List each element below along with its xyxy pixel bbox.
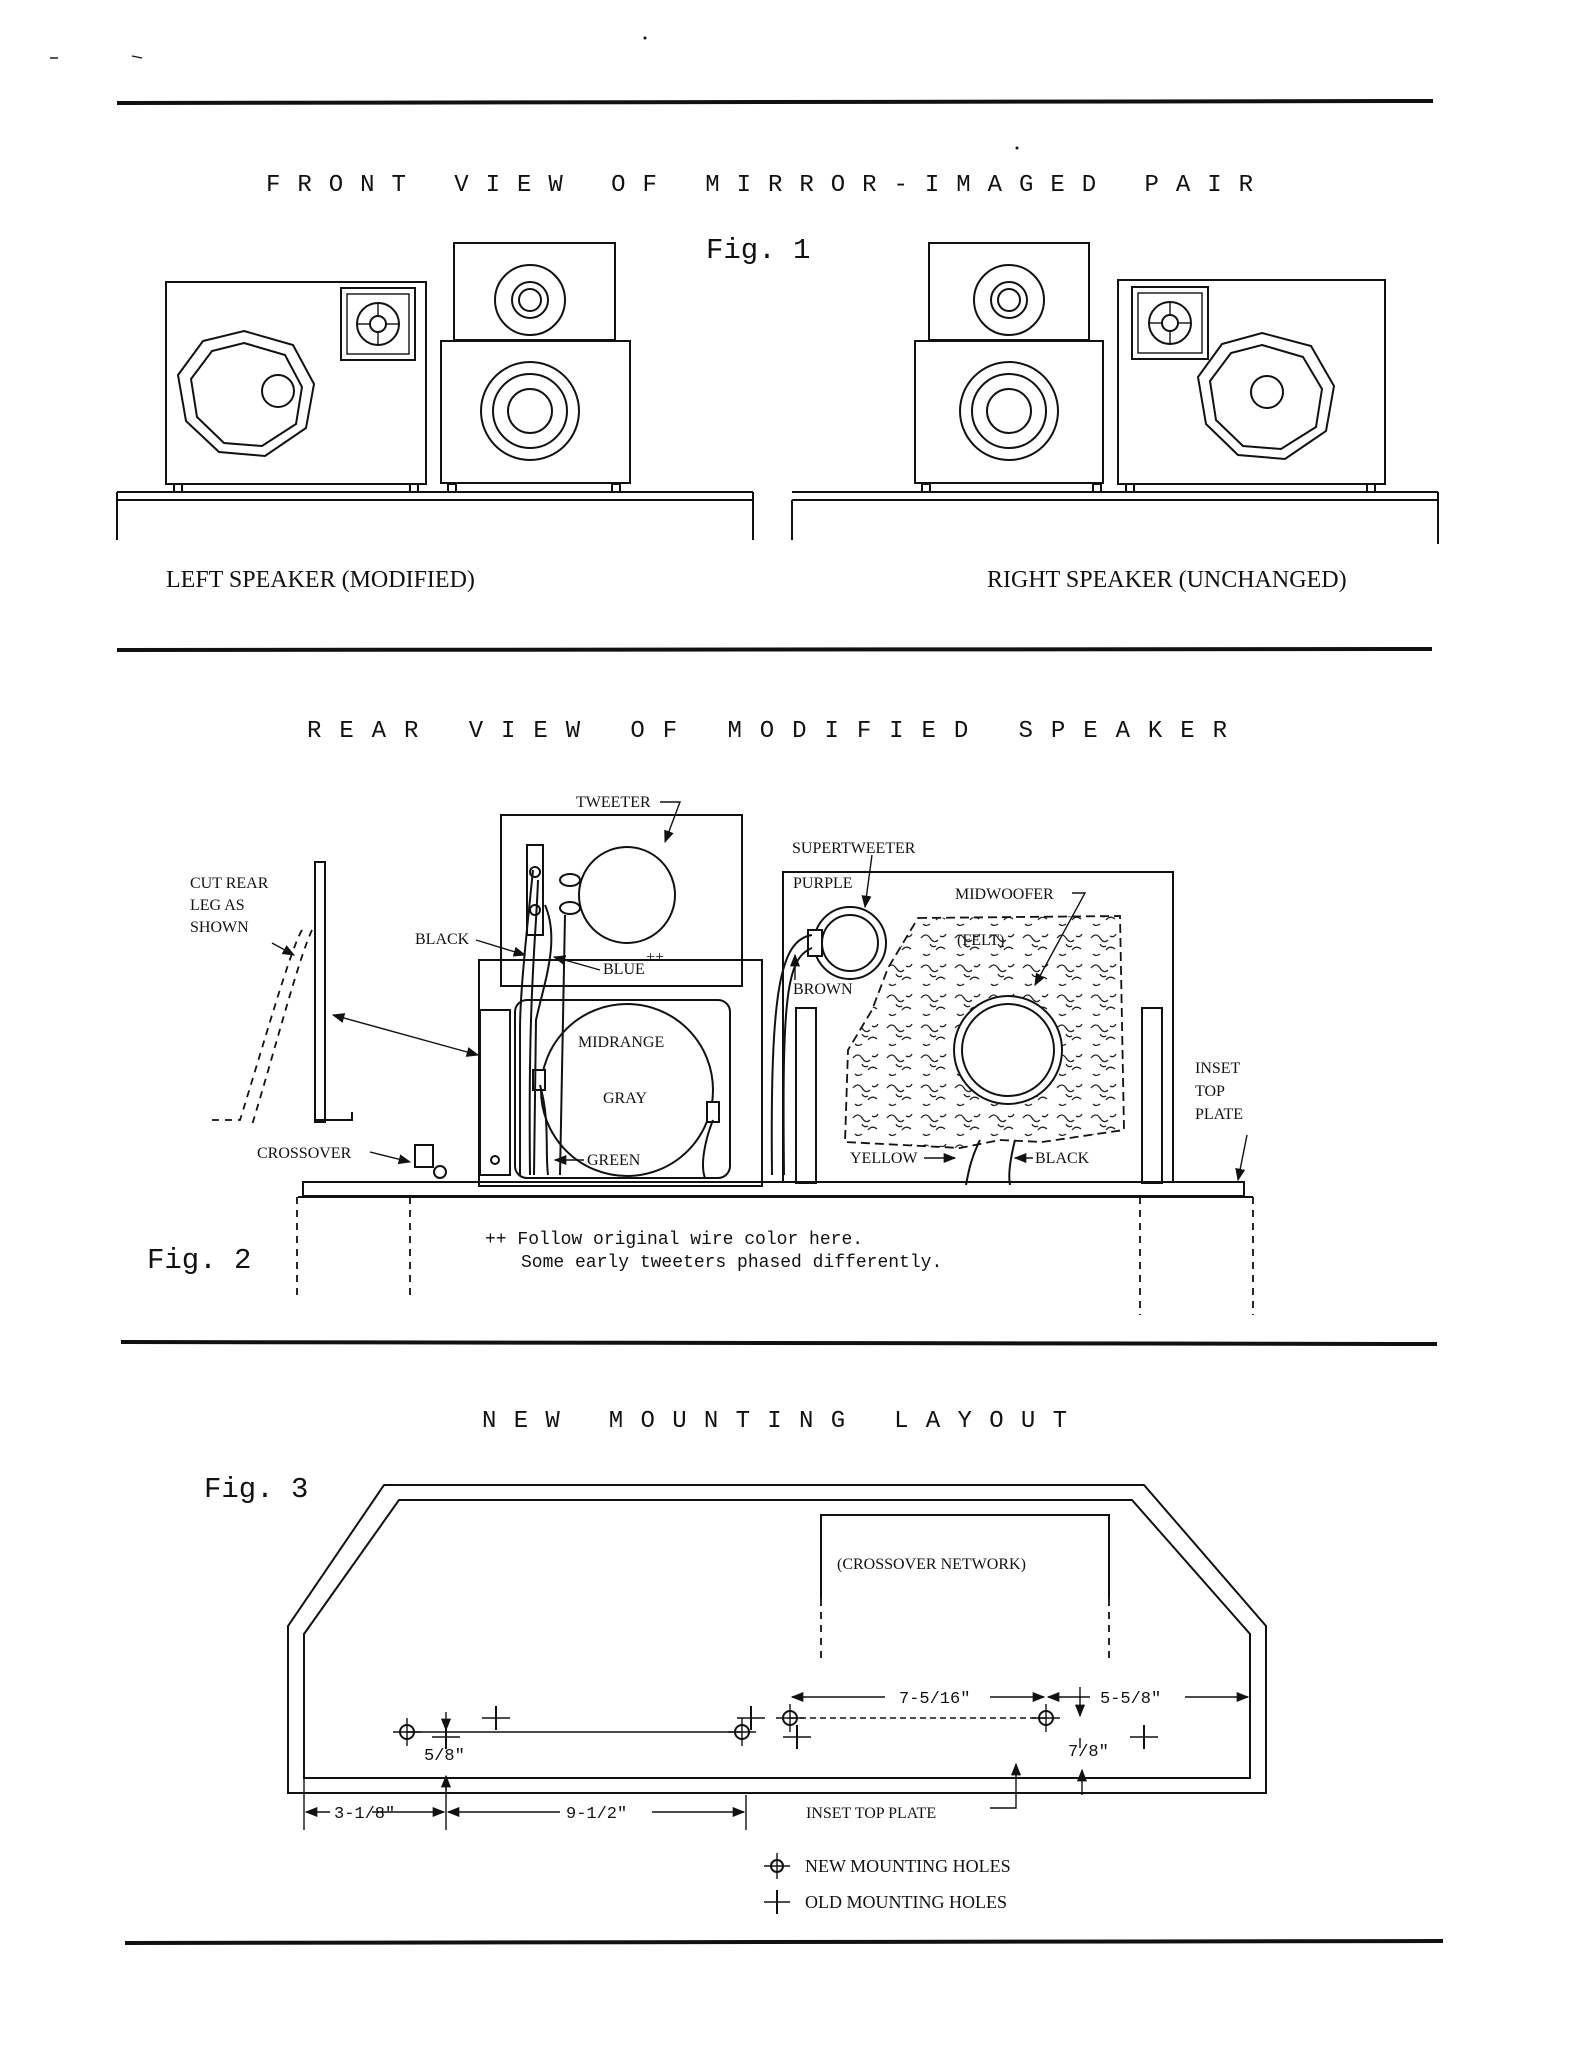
left-woofer-cabinet	[165, 281, 427, 485]
top-plate-outline	[287, 1484, 1267, 1794]
wire-note-line2: Some early tweeters phased differently.	[521, 1253, 942, 1273]
old-mounting-hole	[1130, 1725, 1158, 1749]
supertweeter-label: SUPERTWEETER	[792, 840, 916, 857]
wire-note-line1: ++ Follow original wire color here.	[485, 1230, 863, 1250]
figure-2: REAR VIEW OF MODIFIED SPEAKER Fig. 2	[147, 718, 1254, 1315]
midwoofer-label: MIDWOOFER	[955, 886, 1054, 903]
fig3-label: Fig. 3	[204, 1473, 308, 1506]
tweeter-label: TWEETER	[576, 794, 651, 811]
fig2-label: Fig. 2	[147, 1244, 251, 1277]
dim-5-8: 5/8"	[424, 1747, 465, 1766]
inset-label-line2: TOP	[1195, 1083, 1225, 1100]
dim-5-5-8: 5-5/8"	[1100, 1690, 1161, 1709]
cut-rear-label-line2: LEG AS	[190, 897, 245, 914]
dim-7-5-16: 7-5/16"	[899, 1690, 970, 1709]
right-woofer-octagon	[1196, 331, 1336, 461]
inset-plate-outline	[303, 1499, 1251, 1779]
crossover-part	[414, 1144, 434, 1168]
left-tweeter-cabinet	[453, 242, 616, 341]
midwoofer-magnet	[953, 995, 1063, 1105]
figure-3: NEW MOUNTING LAYOUT Fig. 3 (CROSSOVER NE…	[204, 1408, 1267, 1914]
new-mounting-hole	[1032, 1704, 1060, 1732]
right-supertweeter-plate	[1131, 286, 1209, 360]
midrange-label: MIDRANGE	[578, 1034, 664, 1051]
dim-9-1-2: 9-1/2"	[566, 1805, 627, 1824]
left-tweeter-icon	[494, 264, 566, 336]
dim-3-1-8: 3-1/8"	[334, 1805, 395, 1824]
blue-wire-label: BLUE	[603, 961, 645, 978]
legend-new-holes-label: NEW MOUNTING HOLES	[805, 1856, 1011, 1876]
crossover-network-label: (CROSSOVER NETWORK)	[837, 1556, 1026, 1573]
purple-label: PURPLE	[793, 875, 853, 892]
right-tweeter-icon	[973, 264, 1045, 336]
fig2-title: REAR VIEW OF MODIFIED SPEAKER	[307, 718, 1227, 745]
right-midrange-cabinet	[914, 340, 1104, 484]
divider-rule-1	[116, 647, 1433, 652]
brown-label: BROWN	[793, 981, 853, 998]
right-speaker	[791, 242, 1439, 544]
fig1-title: FRONT VIEW OF MIRROR-IMAGED PAIR	[266, 172, 1253, 199]
left-midrange-icon	[480, 361, 580, 461]
right-woofer-dustcap	[1250, 375, 1284, 409]
tweeter-magnet	[578, 846, 676, 944]
felt-label: (FELT)	[957, 932, 1004, 949]
crossover-label: CROSSOVER	[257, 1145, 352, 1162]
right-speaker-caption: RIGHT SPEAKER (UNCHANGED)	[987, 567, 1347, 593]
left-woofer-dustcap	[261, 374, 295, 408]
dim-7-8: 7/8"	[1068, 1743, 1109, 1762]
green-wire-label: GREEN	[587, 1152, 641, 1169]
crossover-bracket	[479, 1009, 511, 1176]
fig1-label: Fig. 1	[706, 234, 810, 267]
left-woofer-octagon	[176, 329, 316, 458]
left-supertweeter-plate	[340, 287, 416, 361]
bottom-rule	[124, 1939, 1444, 1945]
legend-old-hole-icon	[764, 1890, 790, 1914]
legend-new-hole-icon	[764, 1853, 790, 1879]
left-speaker-caption: LEFT SPEAKER (MODIFIED)	[166, 567, 475, 593]
black-wire-label-top: BLACK	[415, 931, 470, 948]
old-mounting-hole	[783, 1725, 811, 1749]
blue-wire-note-mark: ++	[646, 949, 664, 966]
post-1	[795, 1007, 817, 1184]
new-mounting-hole	[776, 1704, 804, 1732]
fig3-title: NEW MOUNTING LAYOUT	[482, 1408, 1067, 1435]
divider-rule-2	[120, 1340, 1438, 1346]
left-midrange-cabinet	[440, 340, 631, 484]
inset-label-line3: PLATE	[1195, 1106, 1243, 1123]
old-mounting-hole	[737, 1706, 765, 1730]
figure-1: FRONT VIEW OF MIRROR-IMAGED PAIR Fig. 1	[116, 172, 1439, 593]
inset-top-plate	[302, 1181, 1245, 1197]
cut-rear-leg	[314, 861, 326, 1123]
supertweeter-magnet	[813, 906, 887, 980]
top-rule	[116, 99, 1434, 105]
leg-cut-outline	[210, 929, 303, 1121]
gray-wire-label: GRAY	[603, 1090, 647, 1107]
right-woofer-cabinet	[1117, 279, 1386, 485]
tweeter-rear-panel	[500, 814, 743, 987]
new-mounting-hole	[393, 1718, 421, 1746]
crossover-network-box	[820, 1514, 1110, 1599]
black-wire-label-bottom: BLACK	[1035, 1150, 1090, 1167]
page-marks	[50, 36, 1019, 150]
right-tweeter-cabinet	[928, 242, 1090, 341]
right-midrange-icon	[959, 361, 1059, 461]
left-speaker	[116, 242, 754, 540]
post-2	[1141, 1007, 1163, 1184]
inset-label-line1: INSET	[1195, 1060, 1241, 1077]
yellow-wire-label: YELLOW	[850, 1150, 918, 1167]
cut-rear-label-line3: SHOWN	[190, 919, 249, 936]
legend-old-holes-label: OLD MOUNTING HOLES	[805, 1892, 1007, 1912]
cut-rear-label-line1: CUT REAR	[190, 875, 269, 892]
new-mounting-hole	[728, 1718, 756, 1746]
inset-top-plate-label: INSET TOP PLATE	[806, 1805, 936, 1822]
old-mounting-hole	[482, 1706, 510, 1730]
